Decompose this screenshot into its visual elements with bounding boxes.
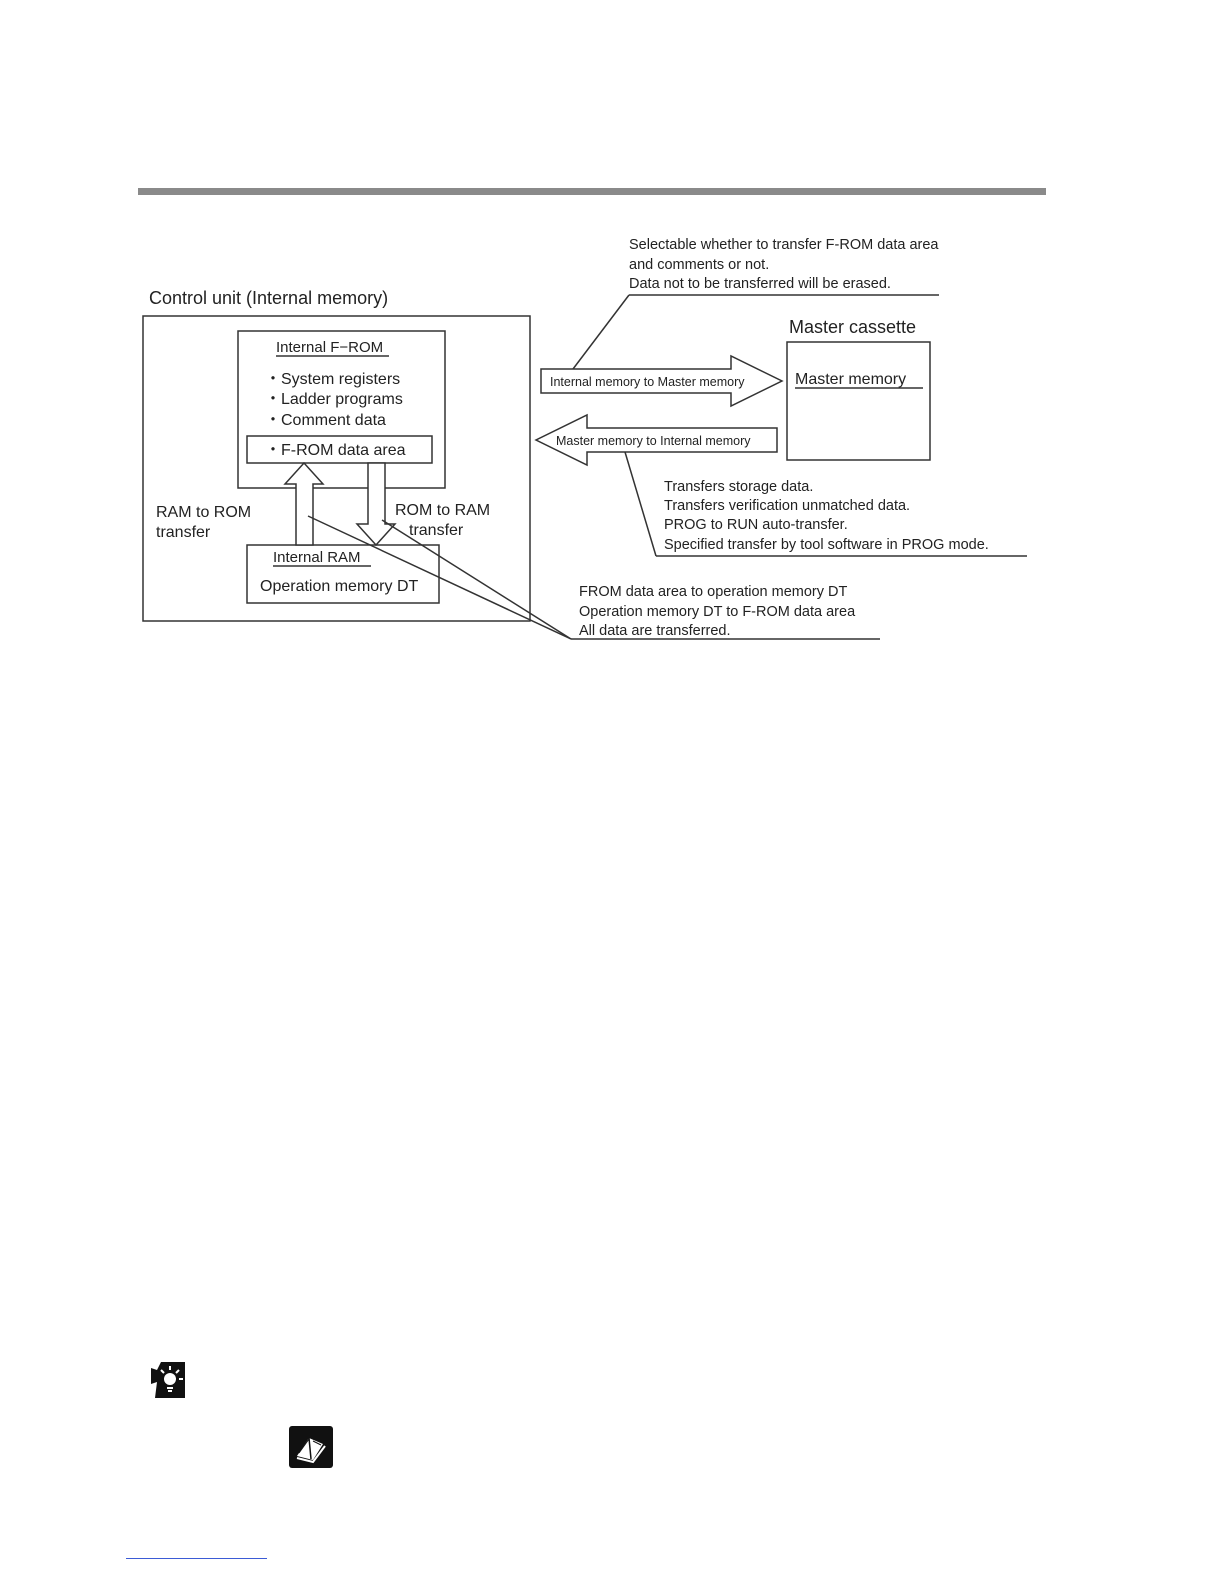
note-bottom-line-2: Operation memory DT to F-ROM data area — [579, 604, 856, 620]
note-top-line-2: and comments or not. — [629, 257, 769, 273]
note-right-line-3: PROG to RUN auto-transfer. — [664, 517, 848, 533]
note-bottom-line-3: All data are transferred. — [579, 623, 731, 639]
footer-link-underline[interactable] — [126, 1558, 267, 1559]
leader-line-bottom-2 — [381, 519, 572, 640]
leader-line-bottom-1 — [307, 515, 572, 640]
rom-to-ram-label-2: transfer — [409, 522, 464, 539]
ram-box-title: Internal RAM — [273, 549, 361, 566]
from-data-area-label: ・F-ROM data area — [265, 442, 406, 459]
from-item-system-registers: ・System registers — [265, 371, 400, 388]
lightbulb-tip-icon — [151, 1362, 185, 1398]
note-right-line-1: Transfers storage data. — [664, 479, 813, 495]
internal-to-master-arrow — [540, 354, 784, 408]
rom-to-ram-arrow — [355, 462, 397, 547]
arrow-label-to-internal: Master memory to Internal memory — [556, 434, 751, 448]
note-bottom-line-1: FROM data area to operation memory DT — [579, 584, 847, 600]
control-unit-box — [142, 315, 531, 622]
control-unit-title: Control unit (Internal memory) — [149, 288, 388, 308]
note-top-line-1: Selectable whether to transfer F-ROM dat… — [629, 237, 939, 253]
from-item-comment-data: ・Comment data — [265, 412, 386, 429]
master-cassette-title: Master cassette — [789, 317, 916, 337]
rom-to-ram-label-1: ROM to RAM — [395, 502, 490, 519]
note-right-line-4: Specified transfer by tool software in P… — [664, 537, 989, 553]
book-reference-icon — [289, 1426, 333, 1468]
leader-line-top — [572, 294, 630, 370]
from-data-area-box — [246, 435, 433, 464]
ram-to-rom-arrow — [283, 461, 325, 546]
note-top-line-3: Data not to be transferred will be erase… — [629, 276, 891, 292]
note-right-line-2: Transfers verification unmatched data. — [664, 498, 910, 514]
header-rule — [138, 188, 1046, 195]
from-item-ladder-programs: ・Ladder programs — [265, 391, 403, 408]
leader-line-right — [624, 451, 657, 557]
from-box-title: Internal F−ROM — [276, 339, 383, 356]
arrow-label-to-master: Internal memory to Master memory — [550, 375, 745, 389]
master-to-internal-arrow — [534, 413, 778, 467]
ram-to-rom-label-1: RAM to ROM — [156, 504, 251, 521]
ram-box-content: Operation memory DT — [260, 578, 418, 595]
master-memory-label: Master memory — [795, 371, 906, 388]
internal-ram-box — [246, 544, 440, 604]
master-memory-box — [786, 341, 931, 461]
ram-to-rom-label-2: transfer — [156, 524, 211, 541]
